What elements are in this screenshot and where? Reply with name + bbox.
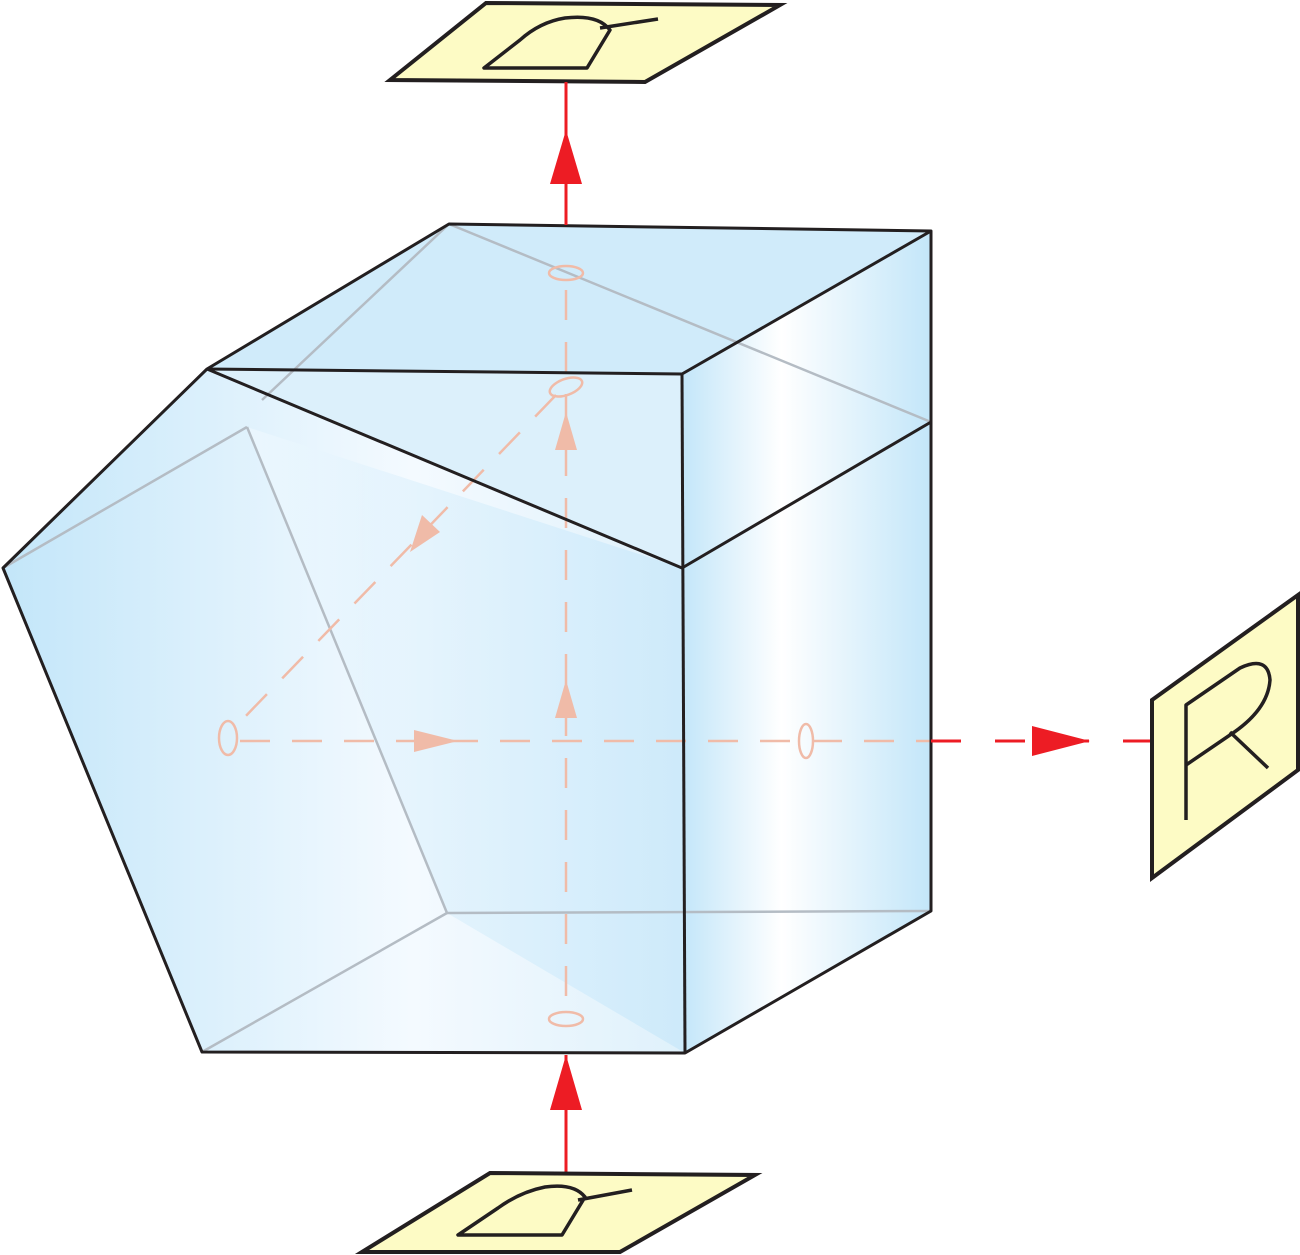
- right-face: [682, 231, 931, 1053]
- bottom-screen: [354, 1170, 763, 1254]
- arrow-up-icon: [550, 1055, 582, 1110]
- output-ray-right: [931, 726, 1150, 756]
- prism: [1, 222, 933, 1055]
- letter-image-bottom-icon: [456, 1184, 633, 1237]
- internal-arrowheads: [410, 412, 577, 752]
- visible-edges: [1, 222, 933, 1055]
- arrow-right-icon: [1032, 726, 1090, 756]
- ray-markers: [217, 264, 815, 1028]
- internal-rays: [239, 290, 931, 1010]
- top-screen: [384, 0, 788, 85]
- letter-image-top-icon: [482, 15, 659, 70]
- input-ray-bottom: [550, 1055, 582, 1180]
- arrow-up-icon: [550, 130, 582, 184]
- letter-image-right-icon: [1184, 661, 1272, 820]
- right-screen: [1150, 591, 1300, 882]
- output-ray-top: [550, 82, 582, 225]
